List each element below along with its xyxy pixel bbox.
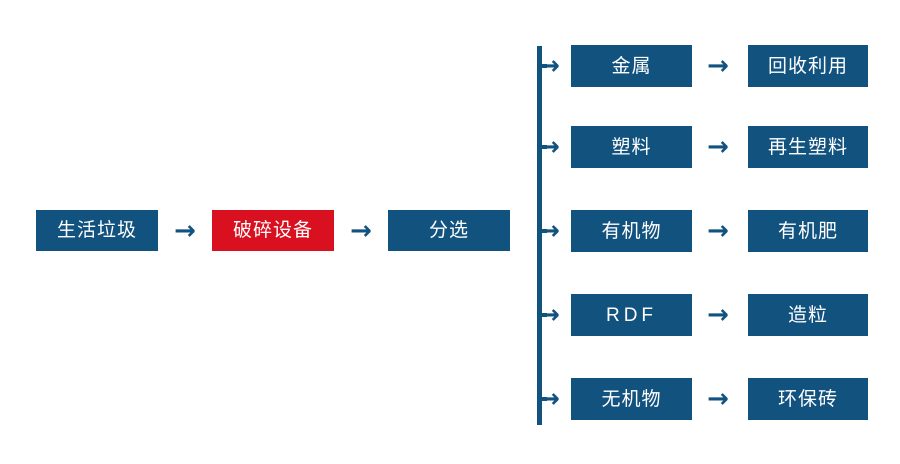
arrow-right-icon-branch-2: → xyxy=(538,132,560,162)
node-branch-product-5[interactable]: 环保砖 xyxy=(748,378,868,420)
arrow-right-icon-branch-4: → xyxy=(538,300,560,330)
arrow-right-icon-branch-5: → xyxy=(538,384,560,414)
node-branch-material-1[interactable]: 金属 xyxy=(571,45,692,87)
arrow-right-icon-main-1: → xyxy=(174,216,196,246)
branch-stub-1 xyxy=(537,64,547,68)
node-branch-product-3[interactable]: 有机肥 xyxy=(748,210,868,252)
arrow-right-icon-main-2: → xyxy=(350,216,372,246)
branch-stub-5 xyxy=(537,397,547,401)
branch-bus-vertical-line xyxy=(537,46,542,425)
arrow-right-icon-product-1: → xyxy=(707,51,729,81)
branch-stub-3 xyxy=(537,229,547,233)
node-crushing-equipment[interactable]: 破碎设备 xyxy=(212,210,334,251)
branch-stub-4 xyxy=(537,313,547,317)
arrow-right-icon-product-4: → xyxy=(707,300,729,330)
node-branch-material-4[interactable]: RDF xyxy=(571,294,692,336)
arrow-right-icon-product-3: → xyxy=(707,216,729,246)
arrow-right-icon-branch-1: → xyxy=(538,51,560,81)
arrow-right-icon-product-5: → xyxy=(707,384,729,414)
node-branch-material-5[interactable]: 无机物 xyxy=(571,378,692,420)
node-branch-product-2[interactable]: 再生塑料 xyxy=(748,126,868,168)
node-branch-product-1[interactable]: 回收利用 xyxy=(748,45,868,87)
node-branch-product-4[interactable]: 造粒 xyxy=(748,294,868,336)
node-domestic-waste[interactable]: 生活垃圾 xyxy=(36,210,158,251)
node-branch-material-2[interactable]: 塑料 xyxy=(571,126,692,168)
arrow-right-icon-branch-3: → xyxy=(538,216,560,246)
node-sorting[interactable]: 分选 xyxy=(388,210,510,251)
arrow-right-icon-product-2: → xyxy=(707,132,729,162)
node-branch-material-3[interactable]: 有机物 xyxy=(571,210,692,252)
branch-stub-2 xyxy=(537,145,547,149)
